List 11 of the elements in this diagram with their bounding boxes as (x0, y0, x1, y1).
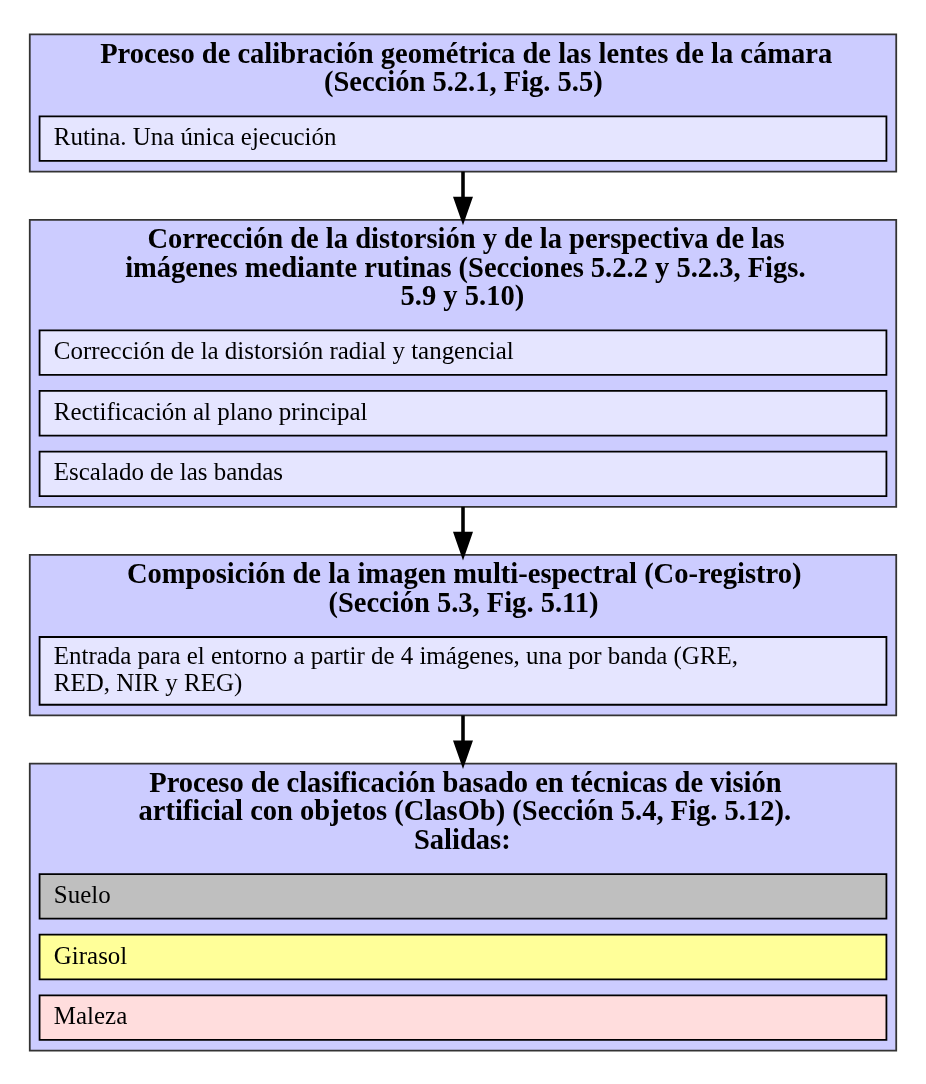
node-box: Entrada para el entorno a partir de 4 imágenes, una por banda (GRE, RED, NIR y REG) (38, 635, 888, 706)
node-box: Escalado de las bandas (38, 450, 888, 497)
node-box: Maleza (38, 993, 888, 1041)
node-box: Girasol (38, 933, 888, 980)
node-box: Rutina. Una única ejecución (38, 115, 888, 162)
node-box: Suelo (38, 872, 888, 920)
arrow (453, 171, 473, 225)
arrow (453, 714, 473, 769)
node-box: Rectificación al plano principal (38, 389, 888, 436)
node-box: Corrección de la distorsión radial y tangencial (38, 328, 888, 376)
arrow (453, 506, 473, 560)
